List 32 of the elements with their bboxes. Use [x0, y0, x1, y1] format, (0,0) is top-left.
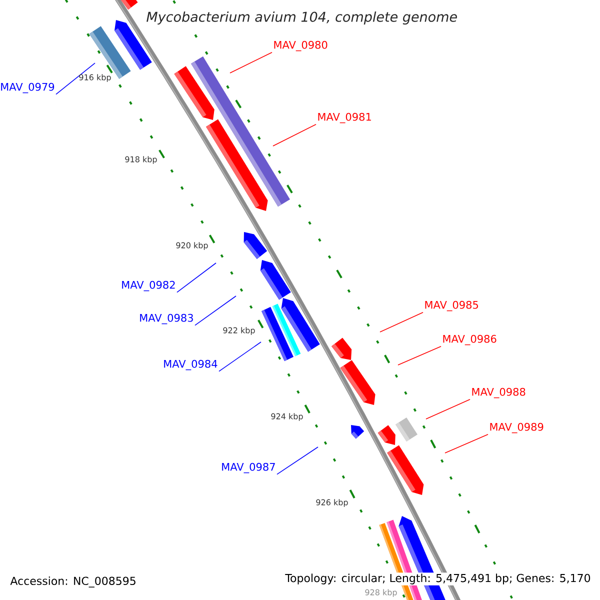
topology-text: Topology: circular; Length: 5,475,491 bp; Genes: 5,170 [284, 572, 592, 586]
tick-label: 928 kbp [365, 589, 397, 597]
leader-line [272, 124, 316, 146]
title: Mycobacterium avium 104, complete genome [145, 10, 459, 26]
tick-label: 916 kbp [79, 74, 111, 82]
leader-line [176, 262, 216, 293]
gene-label: MAV_0985 [425, 300, 478, 312]
leader-line [194, 296, 236, 326]
tick-label: 918 kbp [125, 156, 157, 164]
tick-label: 926 kbp [316, 499, 348, 507]
tick-label: 924 kbp [271, 413, 303, 421]
tick-label: 922 kbp [223, 327, 255, 335]
gene-label: MAV_0983 [140, 314, 193, 324]
leader-line [56, 62, 96, 95]
gene-label: MAV_0988 [472, 388, 526, 398]
gene-label: MAV_0987 [222, 462, 275, 474]
accession-text: Accession: NC_008595 [10, 576, 136, 588]
gene-label: MAV_0981 [318, 112, 371, 124]
gene-label: MAV_0979 [1, 82, 54, 94]
leader-line [398, 346, 442, 366]
gene-label: MAV_0982 [122, 280, 175, 292]
gene-label: MAV_0989 [490, 422, 544, 434]
leader-line [444, 434, 488, 454]
gene-label: MAV_0986 [443, 334, 496, 346]
leader-line [218, 342, 262, 372]
gene-label: MAV_0980 [274, 40, 328, 52]
leader-line [276, 446, 318, 475]
leader-line [380, 312, 424, 332]
gene-label: MAV_0984 [164, 360, 218, 370]
tick-label: 920 kbp [176, 242, 208, 250]
leader-line [230, 52, 272, 74]
leader-line [426, 398, 470, 420]
